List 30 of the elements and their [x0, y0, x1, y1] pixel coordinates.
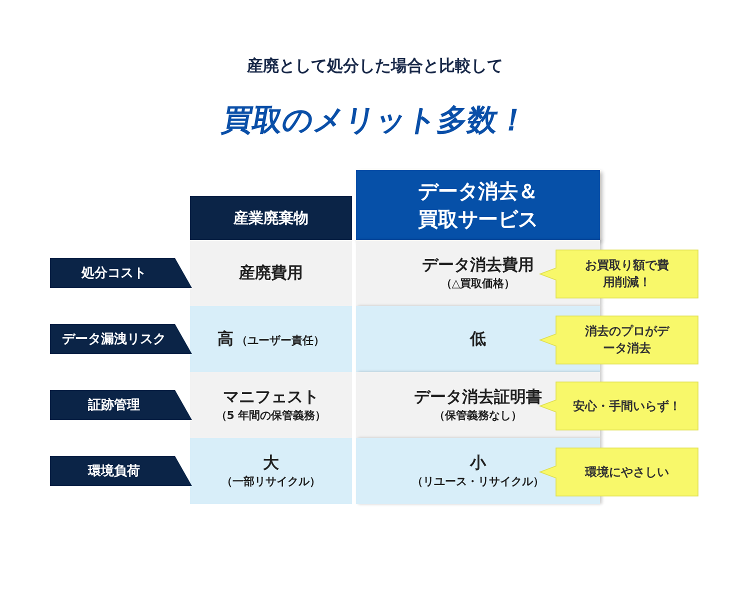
cell-text: データ消去費用 [422, 255, 534, 276]
callout-text: お買取り額で費用削減！ [584, 257, 670, 291]
cell-text: 低 [470, 328, 486, 350]
cell-text: データ消去証明書 [414, 387, 542, 408]
callout-text: 消去のプロがデータ消去 [584, 323, 671, 357]
row-header-text: 環境負荷 [88, 462, 141, 480]
callout-text: 安心・手間いらず！ [573, 398, 681, 414]
header-text: 産業廃棄物 [234, 208, 308, 228]
callout-text: 環境にやさしい [585, 464, 669, 480]
cell-text: マニフェスト [223, 387, 319, 408]
cell-note: （一部リサイクル） [222, 474, 320, 489]
speech-bubble [540, 382, 698, 430]
cell-text: 高 [218, 328, 234, 348]
speech-bubble [540, 448, 698, 496]
title: 買取のメリット多数！ [218, 102, 532, 140]
cell-text: 小 [470, 453, 486, 474]
cell-note: （5 年間の保管義務） [216, 408, 326, 423]
header-text: データ消去＆買取サービス [417, 178, 539, 233]
cell-note: （リユース・リサイクル） [412, 474, 544, 489]
cell-text: 大 [263, 453, 279, 474]
row-header-text: データ漏洩リスク [62, 331, 167, 348]
speech-bubble [540, 316, 698, 364]
speech-bubble [540, 250, 698, 298]
row-header-text: 証跡管理 [88, 396, 141, 414]
cell-text: 産廃費用 [239, 262, 303, 284]
cell-note: （△買取価格） [440, 276, 516, 291]
subtitle: 産廃として処分した場合と比較して [247, 56, 503, 77]
cell-note: （ユーザー責任） [236, 334, 324, 346]
row-header-text: 処分コスト [82, 265, 148, 282]
cell-note: （保管義務なし） [434, 408, 522, 423]
